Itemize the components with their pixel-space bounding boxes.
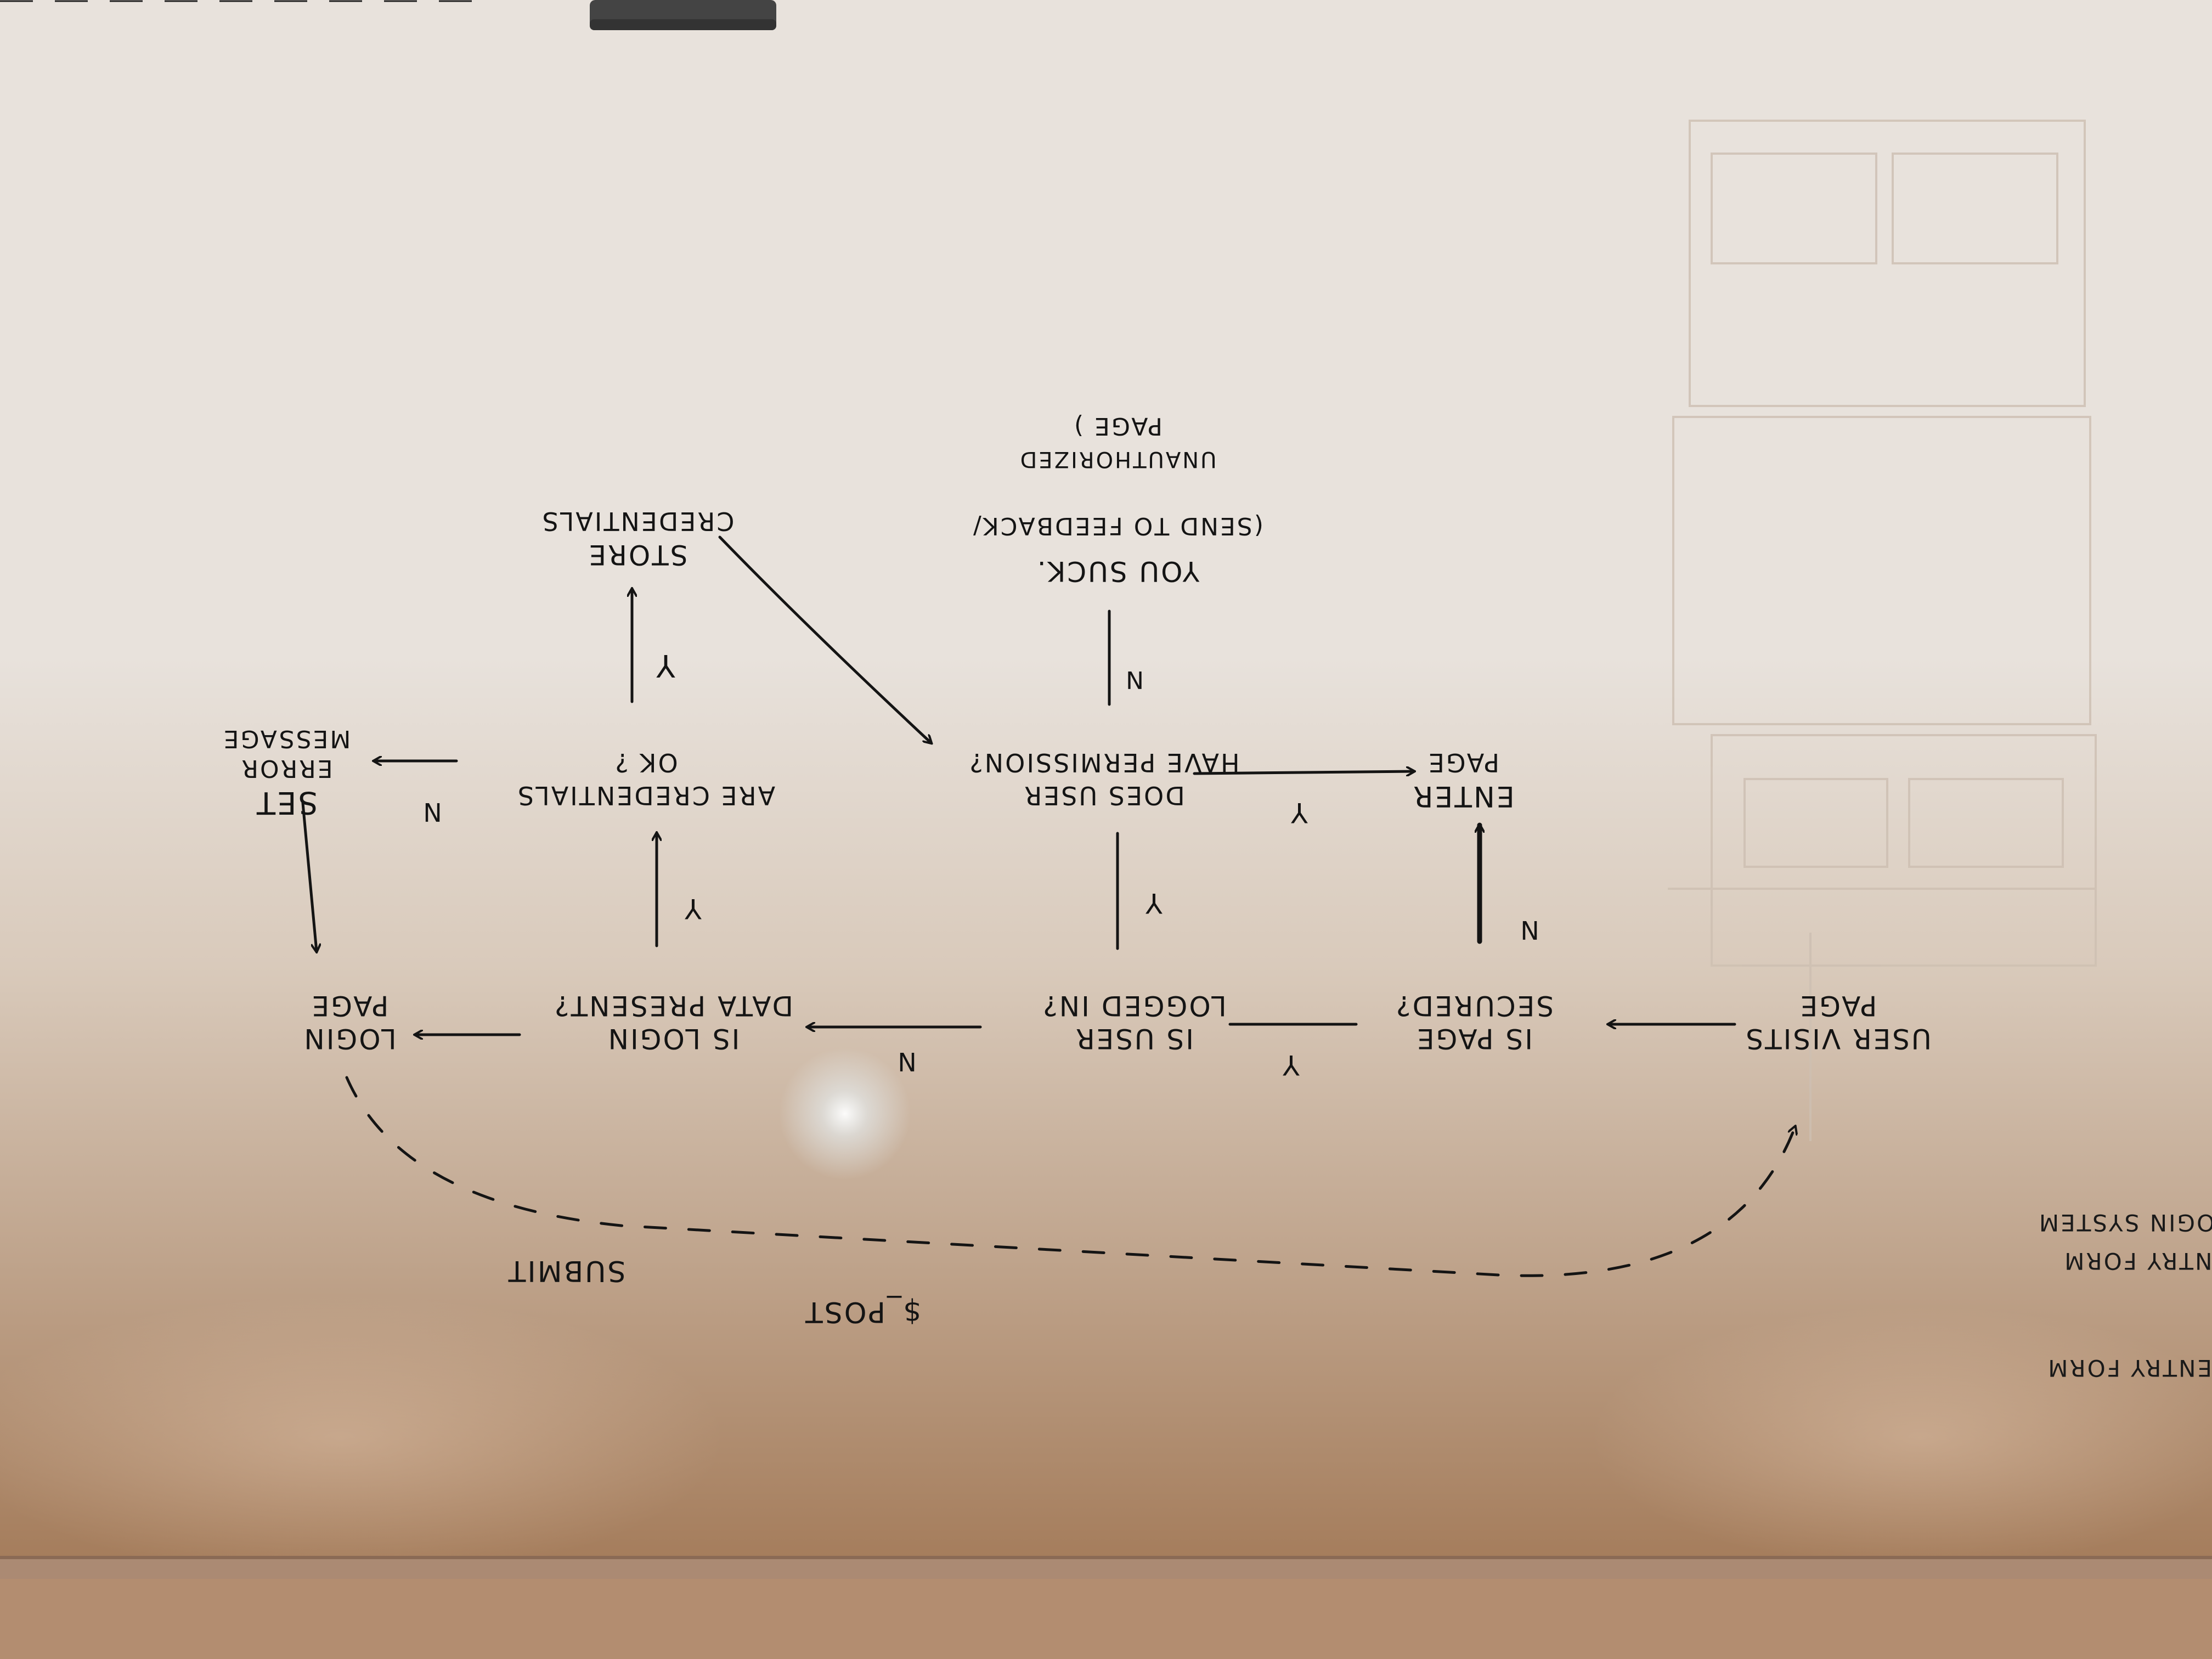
flowchart: USER VISITS PAGE IS PAGE SECURED? IS USE…	[222, 412, 2212, 1381]
edge-submit-dashed	[345, 1076, 1795, 1277]
edge-label-submit: SUBMIT	[507, 1254, 626, 1287]
node-line: PAGE )	[1073, 412, 1163, 440]
edge-label-post: $_POST	[804, 1295, 921, 1328]
node-line: DATA PRESENT?	[553, 990, 793, 1022]
node-set-error-message: SET ERROR MESSAGE	[222, 725, 351, 820]
edge-label-permission-to-enter: Y	[1289, 797, 1308, 828]
warm-reflection-right	[1591, 1306, 2212, 1569]
eraser-dark-band	[590, 19, 776, 30]
side-note: LOGIN SYSTEM	[2038, 1209, 2212, 1236]
node-line: USER VISITS	[1744, 1023, 1931, 1054]
warm-reflection-left	[0, 1295, 724, 1580]
side-note: ENTRY FORM	[2046, 1355, 2212, 1381]
side-notes: ENTRY FORM LOGIN SYSTEM ENTRY FORM	[2038, 1209, 2212, 1381]
node-line: PAGE	[311, 990, 389, 1022]
node-enter-page: ENTER PAGE	[1412, 748, 1515, 812]
edge-label-logged-in-to-login-data: N	[896, 1047, 916, 1076]
edge-label-secured-to-enter: N	[1519, 915, 1539, 945]
edge-label-login-data-to-credentials: Y	[683, 893, 702, 924]
node-line: SET	[255, 785, 318, 820]
node-line: IS PAGE	[1415, 1023, 1533, 1054]
node-line: UNAUTHORIZED	[1019, 447, 1217, 472]
edge-error-to-login-page	[301, 802, 317, 951]
node-line: STORE	[588, 539, 688, 571]
node-line: (SEND TO FEEDBACK/	[972, 512, 1263, 540]
node-are-credentials-ok: ARE CREDENTIALS OK ?	[516, 748, 775, 810]
node-line: IS USER	[1074, 1023, 1194, 1054]
node-store-credentials: STORE CREDENTIALS	[540, 506, 734, 571]
floor	[0, 1579, 2212, 1659]
node-login-page: LOGIN PAGE	[302, 990, 396, 1054]
light-glare	[779, 1048, 911, 1180]
node-line: ARE CREDENTIALS	[516, 781, 775, 810]
node-line: CREDENTIALS	[540, 506, 734, 536]
node-line: PAGE	[1799, 990, 1877, 1022]
node-line: ENTER	[1412, 780, 1515, 812]
edge-permission-to-enter	[1193, 771, 1414, 774]
side-note: ENTRY FORM	[2063, 1248, 2212, 1274]
edge-label-secured-to-logged-in: Y	[1281, 1049, 1300, 1081]
node-line: LOGGED IN?	[1041, 990, 1227, 1022]
node-you-suck: YOU SUCK. (SEND TO FEEDBACK/ UNAUTHORIZE…	[972, 412, 1263, 587]
marker-tray	[0, 1557, 2212, 1579]
node-line: MESSAGE	[222, 725, 351, 753]
ghost-erased-marks	[1668, 120, 2097, 1141]
node-is-login-data-present: IS LOGIN DATA PRESENT?	[553, 990, 793, 1054]
node-is-user-logged-in: IS USER LOGGED IN?	[1041, 990, 1227, 1054]
node-line: PAGE	[1427, 748, 1499, 777]
node-line: DOES USER	[1023, 781, 1184, 810]
node-line: LOGIN	[302, 1023, 396, 1054]
node-line: ERROR	[240, 754, 332, 782]
node-line: SECURED?	[1395, 990, 1554, 1022]
node-user-visits-page: USER VISITS PAGE	[1744, 990, 1931, 1054]
node-line: YOU SUCK.	[1036, 555, 1200, 587]
edge-label-credentials-to-store: Y	[654, 647, 675, 683]
edge-label-logged-in-to-permission: Y	[1144, 887, 1163, 919]
edge-label-credentials-to-error: N	[421, 797, 442, 827]
edge-label-permission-to-you-suck: N	[1124, 665, 1144, 693]
node-line: IS LOGIN	[607, 1023, 740, 1054]
tray-highlight	[0, 1556, 2212, 1559]
node-line: OK ?	[613, 748, 678, 777]
node-is-page-secured: IS PAGE SECURED?	[1395, 990, 1554, 1054]
edge-store-to-permission	[718, 535, 931, 743]
